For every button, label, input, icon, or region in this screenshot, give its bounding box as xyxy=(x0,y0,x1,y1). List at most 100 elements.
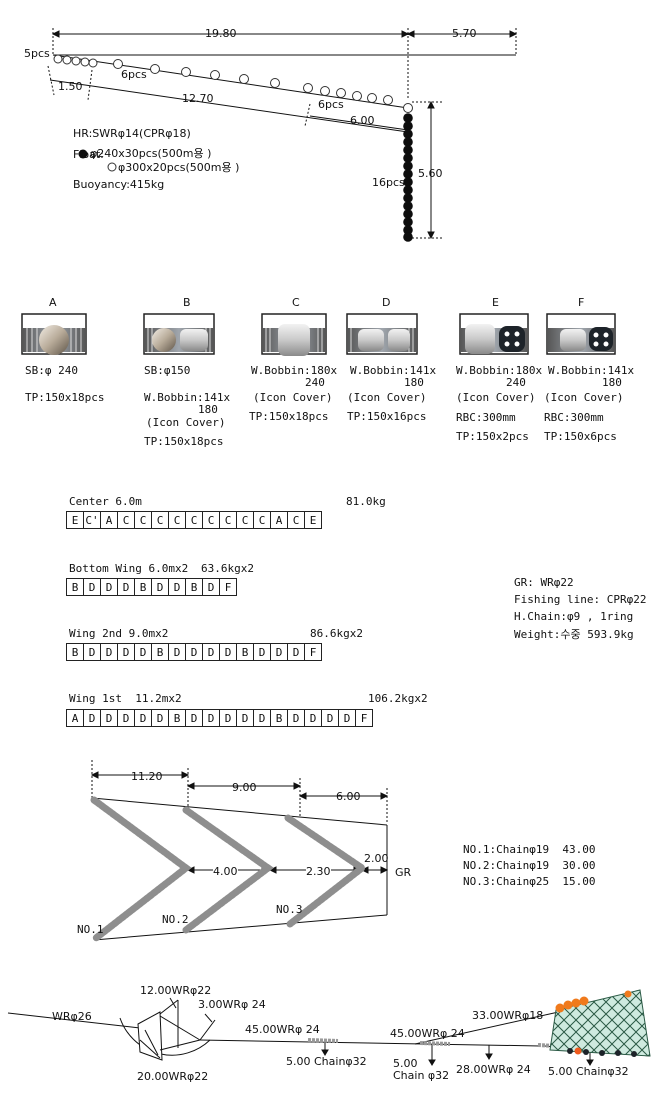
bobbin-e-illustration xyxy=(459,313,529,355)
bobbin-e-spec-4: RBC:300mm xyxy=(456,411,516,424)
grid-cell: C xyxy=(118,511,135,529)
wing-2nd-label: Wing 2nd 9.0mx2 xyxy=(69,627,169,640)
chain-dim-11-20: 11.20 xyxy=(131,770,163,783)
headrope-spec: HR:SWRφ14(CPRφ18) xyxy=(73,127,191,140)
pcs-5-label: 5pcs xyxy=(24,47,50,60)
grid-cell: D xyxy=(101,643,118,661)
bobbin-a-spec-1: SB:φ 240 xyxy=(25,364,78,377)
bottom-wing-weight: 63.6kgx2 xyxy=(201,562,254,575)
grid-cell: D xyxy=(169,578,186,596)
bobbin-d-spec-1: W.Bobbin:141x xyxy=(350,364,437,377)
grid-cell: C xyxy=(203,511,220,529)
bobbin-d-spec-4: TP:150x16pcs xyxy=(347,410,427,423)
chain-dim-6-00: 6.00 xyxy=(336,790,361,803)
grid-cell: C xyxy=(254,511,271,529)
grid-cell: B xyxy=(271,709,288,727)
chain32a-label: 5.00 Chainφ32 xyxy=(286,1055,367,1068)
bobbin-b-illustration xyxy=(143,313,215,355)
dim-19-80: 19.80 xyxy=(205,27,237,40)
fishing-line-spec: Fishing line: CPRφ22 xyxy=(514,593,647,606)
grid-cell: D xyxy=(305,709,322,727)
bobbin-f-spec-2: 180 xyxy=(602,376,622,389)
chain32b-label-2: Chain φ32 xyxy=(393,1069,450,1082)
bobbin-b-letter: B xyxy=(183,296,191,309)
grid-cell: B xyxy=(186,578,203,596)
bobbin-e-spec-1: W.Bobbin:180x xyxy=(456,364,543,377)
float-hollow-group xyxy=(53,54,413,113)
grid-cell: C xyxy=(169,511,186,529)
no3-label: NO.3 xyxy=(276,903,303,916)
grid-cell: A xyxy=(101,511,118,529)
bobbin-a-letter: A xyxy=(49,296,57,309)
chain-legend-3: NO.3:Chainφ25 15.00 xyxy=(463,875,596,888)
weight-spec: Weight:수중 593.9kg xyxy=(514,628,634,641)
bobbin-f-spec-4: RBC:300mm xyxy=(544,411,604,424)
dim-12-70: 12.70 xyxy=(182,92,214,105)
chain-legend-1: NO.1:Chainφ19 43.00 xyxy=(463,843,596,856)
grid-cell: D xyxy=(254,643,271,661)
bobbin-e-letter: E xyxy=(492,296,499,309)
bobbin-e-spec-2: 240 xyxy=(506,376,526,389)
grid-cell: D xyxy=(118,643,135,661)
grid-cell: D xyxy=(322,709,339,727)
h-chain-spec: H.Chain:φ9 , 1ring xyxy=(514,610,634,623)
float-spec-1: φ240x30pcs(500m용 ) xyxy=(90,147,212,160)
wr24-45b-label: 45.00WRφ 24 xyxy=(390,1027,465,1040)
grid-cell: D xyxy=(237,709,254,727)
grid-cell: D xyxy=(84,578,101,596)
wing-1st-weight: 106.2kgx2 xyxy=(368,692,428,705)
wr18-label: 33.00WRφ18 xyxy=(472,1009,544,1022)
grid-cell: B xyxy=(169,709,186,727)
grid-cell: F xyxy=(220,578,237,596)
wr26-label: WRφ26 xyxy=(52,1010,92,1023)
bobbin-b-spec-1: SB:φ150 xyxy=(144,364,191,377)
bobbin-c-spec-2: 240 xyxy=(305,376,325,389)
grid-cell: C xyxy=(288,511,305,529)
bobbin-b-spec-5: (Icon Cover) xyxy=(146,416,226,429)
no2-label: NO.2 xyxy=(162,913,189,926)
bobbin-b-spec-7: TP:150x18pcs xyxy=(144,435,224,448)
chain32c-label: 5.00 Chainφ32 xyxy=(548,1065,629,1078)
bobbin-b-spec-4: 180 xyxy=(198,403,218,416)
grid-cell: D xyxy=(254,709,271,727)
dim-5-70: 5.70 xyxy=(452,27,477,40)
legend-hollow-float-icon xyxy=(107,162,117,172)
wing-2nd-weight: 86.6kgx2 xyxy=(310,627,363,640)
grid-cell: D xyxy=(84,643,101,661)
bobbin-e-spec-5: TP:150x2pcs xyxy=(456,430,529,443)
grid-cell: C xyxy=(152,511,169,529)
grid-cell: C xyxy=(237,511,254,529)
no1-label: NO.1 xyxy=(77,923,104,936)
grid-cell: D xyxy=(118,578,135,596)
grid-cell: F xyxy=(305,643,322,661)
wr22-bottom-label: 20.00WRφ22 xyxy=(137,1070,209,1083)
chain-dim-2-30: 2.30 xyxy=(306,865,331,878)
bobbin-c-illustration xyxy=(261,313,327,356)
chain-lines xyxy=(90,796,368,942)
grid-cell: D xyxy=(288,709,305,727)
grid-cell: A xyxy=(67,709,84,727)
bobbin-c-spec-1: W.Bobbin:180x xyxy=(251,364,338,377)
wr22-top-label: 12.00WRφ22 xyxy=(140,984,212,997)
grid-cell: B xyxy=(67,578,84,596)
float-label: Float: xyxy=(73,148,104,161)
gr-label: GR xyxy=(395,866,412,879)
bobbin-f-illustration xyxy=(546,313,616,355)
grid-cell: F xyxy=(356,709,373,727)
grid-cell: D xyxy=(186,643,203,661)
grid-cell: E xyxy=(305,511,322,529)
bobbin-d-spec-2: 180 xyxy=(404,376,424,389)
bobbin-e-spec-3: (Icon Cover) xyxy=(456,391,536,404)
grid-cell: D xyxy=(203,578,220,596)
grid-cell: D xyxy=(84,709,101,727)
bobbin-c-spec-4: TP:150x18pcs xyxy=(249,410,329,423)
grid-cell: C xyxy=(186,511,203,529)
bobbin-d-illustration xyxy=(346,313,418,355)
buoyancy: Buoyancy:415kg xyxy=(73,178,165,191)
grid-cell: B xyxy=(135,578,152,596)
bobbin-f-spec-1: W.Bobbin:141x xyxy=(548,364,635,377)
chain-dim-2-00: 2.00 xyxy=(364,852,389,865)
